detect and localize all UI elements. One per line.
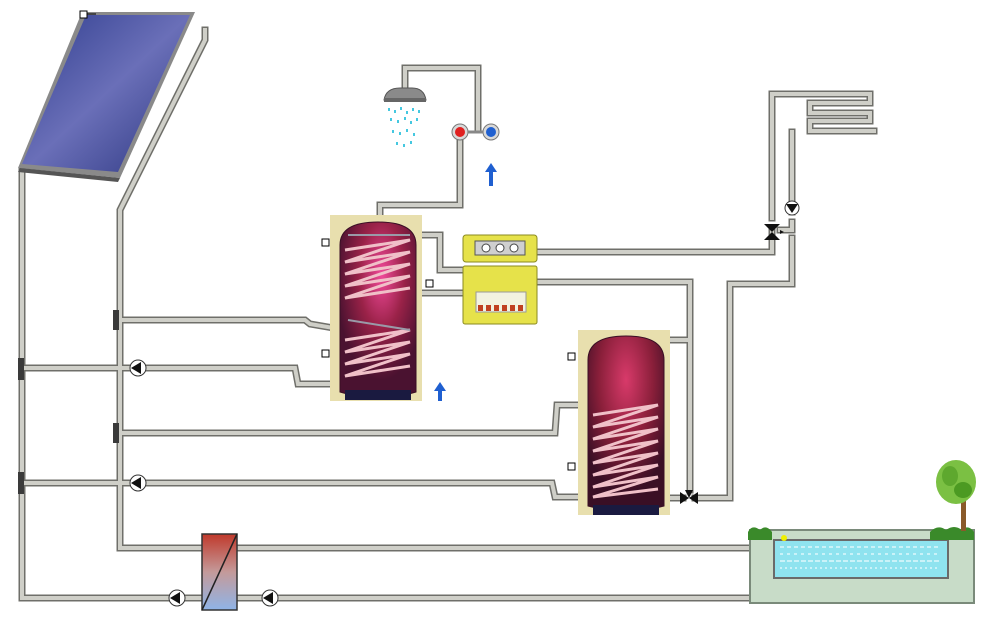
storage-tank-1: [330, 215, 422, 401]
pump-tank2-loop-icon: [129, 474, 147, 492]
tree-icon: [936, 460, 976, 531]
manifold-tee-1: [113, 310, 119, 330]
solar-collector: [18, 12, 195, 182]
grass-left: [748, 527, 772, 540]
pumps: [129, 359, 279, 607]
three-way-valve-radiator: [764, 224, 784, 240]
sensor-tank2-low: [567, 462, 576, 471]
storage-tank-2: [578, 330, 670, 515]
pump-tank1-loop-icon: [129, 359, 147, 377]
pool-heat-exchanger: [201, 533, 238, 611]
cold-water-inlet-arrow-icon: [485, 163, 497, 186]
manifold-connectors: [18, 310, 119, 494]
shower-mixer-valve: [451, 123, 500, 141]
solar-controller: [462, 234, 538, 325]
temperature-sensors: [79, 10, 576, 471]
manifold-tee-4: [18, 472, 24, 494]
pump-pool-secondary-icon: [261, 589, 279, 607]
cold-water-inlet-arrow-icon-tank1: [434, 382, 446, 401]
manifold-tee-3: [113, 423, 119, 443]
sensor-collector: [79, 10, 88, 19]
grass-right: [930, 527, 974, 540]
sensor-tank1-mid: [425, 279, 434, 288]
sensor-tank1-top: [321, 238, 330, 247]
shower-head: [383, 87, 427, 147]
sensor-tank2-top: [567, 352, 576, 361]
three-way-valve-tank2: [680, 490, 698, 504]
pump-floor-heating-icon: [784, 200, 800, 216]
swimming-pool: [748, 527, 975, 604]
manifold-tee-2: [18, 358, 24, 380]
pipe-network: [18, 26, 878, 602]
sensor-tank1-low: [321, 349, 330, 358]
pool-water: [773, 539, 949, 579]
pump-pool-primary-icon: [168, 589, 186, 607]
